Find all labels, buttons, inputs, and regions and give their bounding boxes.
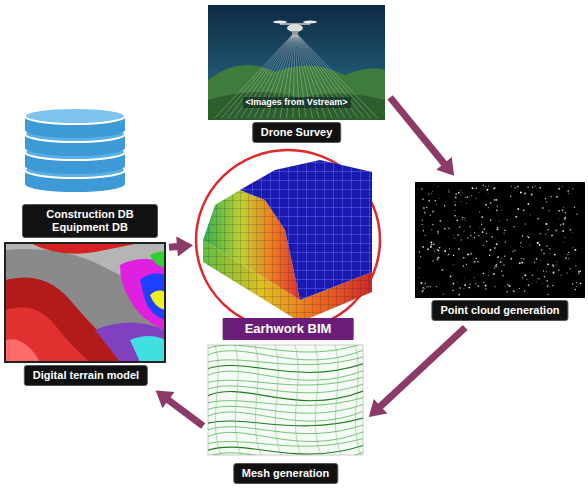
flow-arrow — [156, 391, 204, 426]
database-icon — [25, 108, 125, 192]
flow-arrow — [369, 327, 465, 417]
flow-arrow — [390, 97, 454, 175]
step-label: Construction DB Equipment DB — [22, 204, 158, 238]
bim-panel: Earhwork BIM — [195, 148, 381, 342]
arrow-shaft — [390, 97, 445, 164]
mesh-panel: Mesh generation — [208, 345, 363, 486]
arrow-shaft — [169, 243, 178, 251]
arrow-shaft — [168, 400, 204, 426]
arrow-head — [436, 157, 454, 176]
point-cloud-panel: Point cloud generation — [415, 182, 585, 322]
center-label: Earhwork BIM — [223, 318, 354, 340]
mesh-image — [206, 336, 365, 462]
bim-model — [196, 150, 380, 330]
drone-photo — [208, 5, 385, 120]
terrain-map — [5, 243, 165, 362]
survey-panel: <Images from Vstream> Drone Survey — [208, 5, 385, 144]
step-label: Point cloud generation — [431, 300, 568, 321]
database-panel: Construction DB Equipment DB — [15, 108, 165, 238]
terrain-panel: Digital terrain model — [5, 240, 167, 387]
image-credit: <Images from Vstream> — [242, 97, 350, 108]
step-label: Mesh generation — [233, 463, 338, 484]
arrow-head — [369, 399, 388, 417]
point-cloud-image — [415, 182, 585, 298]
arrow-head — [156, 391, 175, 409]
step-label: Drone Survey — [252, 122, 342, 143]
arrow-head — [176, 237, 193, 257]
flow-arrow — [169, 237, 193, 257]
arrow-shaft — [380, 327, 465, 406]
step-label: Digital terrain model — [24, 365, 148, 386]
